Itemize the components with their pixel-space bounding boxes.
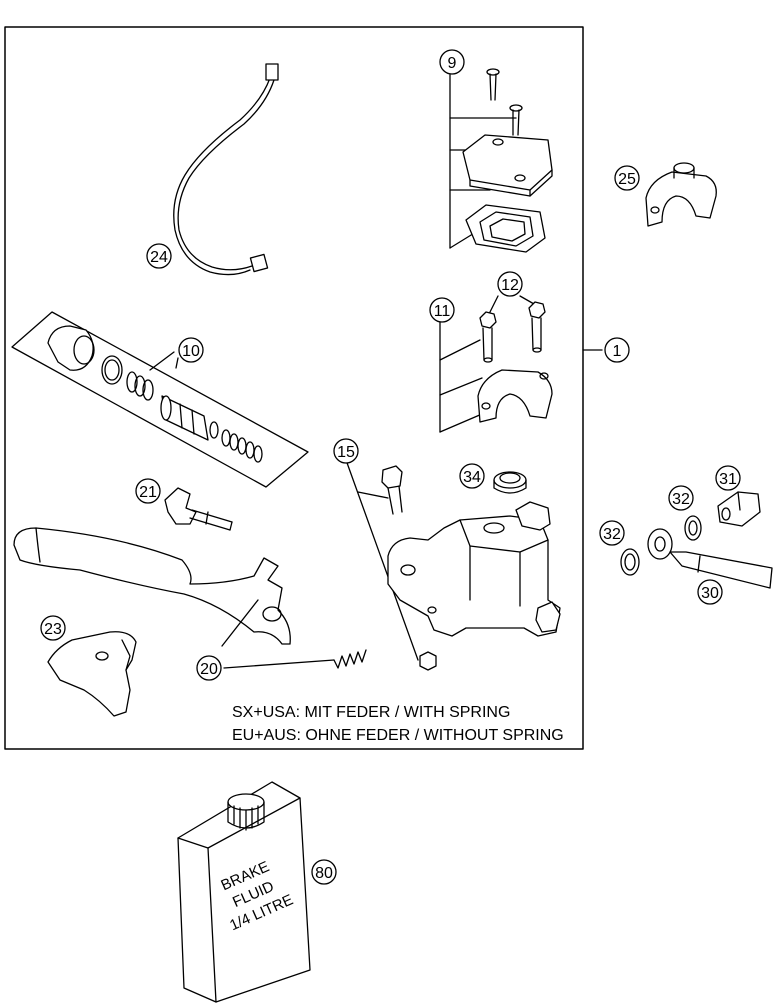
- svg-text:31: 31: [719, 471, 737, 488]
- svg-text:34: 34: [463, 469, 481, 486]
- svg-text:30: 30: [701, 585, 719, 602]
- svg-text:21: 21: [139, 484, 157, 501]
- circlip: [101, 355, 123, 385]
- master-cylinder-body: [387, 501, 561, 637]
- callout-25: 25: [614, 165, 640, 191]
- return-spring: [221, 429, 263, 463]
- clamp-bolt: [528, 301, 546, 353]
- assembly-frame: [4, 26, 584, 750]
- svg-text:1: 1: [613, 343, 622, 360]
- cover-screw: [486, 68, 500, 101]
- handlebar-clamp: [477, 369, 553, 423]
- callout-30: 30: [697, 579, 723, 605]
- brake-fluid-can: [177, 781, 311, 1003]
- svg-text:10: 10: [182, 343, 200, 360]
- brake-lever: [13, 527, 291, 647]
- svg-text:20: 20: [200, 661, 218, 678]
- note-without-spring: EU+AUS: OHNE FEDER / WITHOUT SPRING: [232, 727, 564, 744]
- svg-text:12: 12: [501, 277, 519, 294]
- clamp-bolts-group: [439, 295, 553, 433]
- piston-kit-panel: [11, 311, 309, 488]
- washer-32a: [620, 548, 640, 576]
- callout-15: 15: [333, 438, 359, 464]
- brake-light-switch-cable: [173, 63, 279, 276]
- brake-line-fitting: [620, 491, 773, 589]
- svg-text:23: 23: [44, 621, 62, 638]
- callout-24: 24: [146, 243, 172, 269]
- callout-21: 21: [135, 478, 161, 504]
- banjo-fitting: [647, 528, 773, 589]
- adjuster-screw: [164, 487, 233, 531]
- callout-1: 1: [604, 337, 630, 363]
- reservoir-cover: [462, 134, 553, 197]
- reservoir-cover-group: [449, 68, 553, 253]
- piston: [160, 395, 219, 441]
- svg-text:25: 25: [618, 171, 636, 188]
- clamp-bolt: [479, 311, 497, 363]
- callout-32-lower: 32: [599, 520, 625, 546]
- piston-seals: [126, 371, 154, 401]
- callout-32-upper: 32: [668, 485, 694, 511]
- callout-9: 9: [439, 49, 465, 75]
- callout-80: 80: [311, 859, 337, 885]
- banjo-bolt: [717, 491, 761, 527]
- reservoir-diaphragm: [465, 204, 546, 253]
- reservoir-cap: [493, 471, 527, 494]
- svg-text:15: 15: [337, 444, 355, 461]
- dust-boot: [47, 325, 95, 371]
- pivot-nut: [419, 651, 437, 671]
- fluid-can-cap: [227, 793, 265, 831]
- callout-31: 31: [715, 465, 741, 491]
- pivot-bolt-group: [345, 459, 437, 671]
- callout-11: 11: [429, 297, 455, 323]
- washer-32b: [684, 515, 702, 541]
- callout-10: 10: [178, 337, 204, 363]
- lever-spring: [223, 649, 367, 669]
- clamp-part-25: [645, 162, 717, 227]
- svg-text:80: 80: [315, 865, 333, 882]
- svg-text:24: 24: [150, 249, 168, 266]
- callout-12: 12: [497, 271, 523, 297]
- lever-guard: [47, 631, 137, 717]
- cover-screw: [509, 104, 523, 136]
- callout-23: 23: [40, 615, 66, 641]
- pivot-bolt: [381, 465, 403, 515]
- callout-20: 20: [196, 655, 222, 681]
- callout-34: 34: [459, 463, 485, 489]
- svg-text:11: 11: [434, 303, 451, 320]
- svg-text:32: 32: [603, 526, 621, 543]
- svg-text:9: 9: [448, 55, 457, 72]
- note-with-spring: SX+USA: MIT FEDER / WITH SPRING: [232, 704, 510, 721]
- svg-text:32: 32: [672, 491, 690, 508]
